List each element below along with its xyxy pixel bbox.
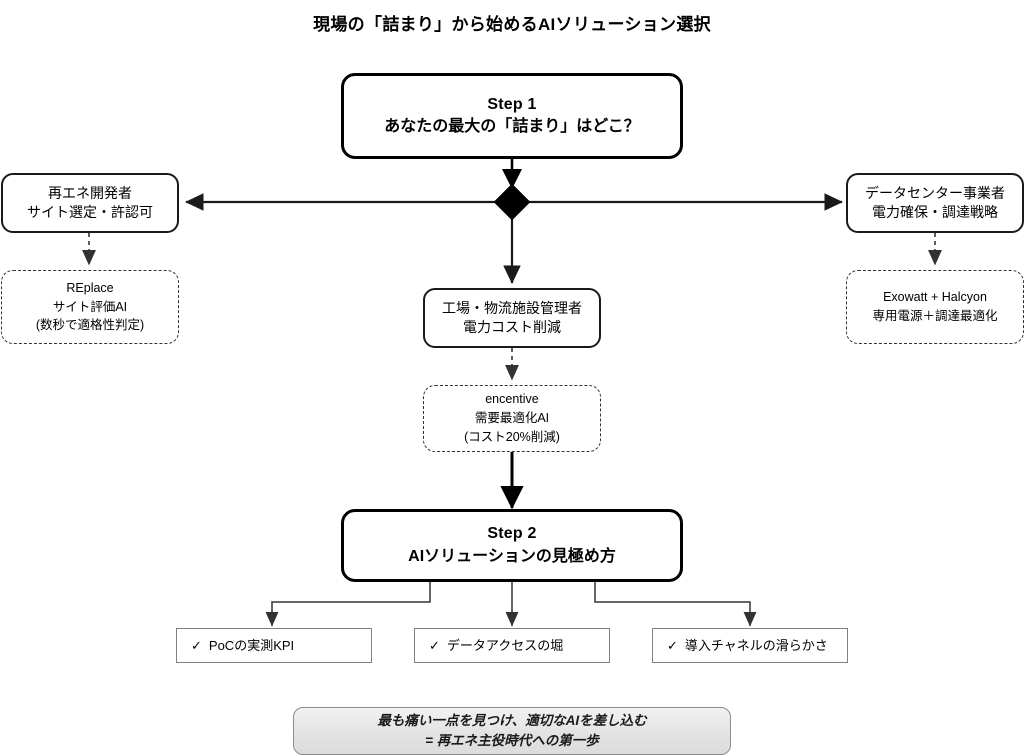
page-title: 現場の「詰まり」から始めるAIソリューション選択 <box>313 15 711 34</box>
footer-line-1: 最も痛い一点を見つけ、適切なAIを差し込む <box>377 712 647 728</box>
check-icon: ✓ <box>429 637 440 653</box>
solution-right-box[interactable]: Exowatt + Halcyon 専用電源＋調達最適化 <box>846 270 1024 344</box>
step2-box[interactable]: Step 2 AIソリューションの見極め方 <box>341 509 683 582</box>
solution-right-name: Exowatt + Halcyon <box>883 290 987 305</box>
solution-left-note: (数秒で適格性判定) <box>35 318 145 333</box>
footer-line-2: = 再エネ主役時代への第一歩 <box>425 733 599 748</box>
solution-left-name: REplace <box>66 280 114 295</box>
persona-right-title: データセンター事業者 <box>865 184 1005 201</box>
persona-left-subtitle: サイト選定・許認可 <box>27 204 153 220</box>
check-icon: ✓ <box>191 637 202 653</box>
junction-diamond-icon <box>493 183 531 221</box>
persona-right-box[interactable]: データセンター事業者 電力確保・調達戦略 <box>846 173 1024 233</box>
persona-center-title: 工場・物流施設管理者 <box>442 299 582 316</box>
step1-box[interactable]: Step 1 あなたの最大の「詰まり」はどこ？ <box>341 73 683 159</box>
step1-title: Step 1 <box>487 95 537 113</box>
persona-left-title: 再エネ開発者 <box>48 184 132 201</box>
checklist-item-1[interactable]: ✓ PoCの実測KPI <box>176 628 372 663</box>
checklist-item-1-label: PoCの実測KPI <box>208 637 295 653</box>
solution-left-box[interactable]: REplace サイト評価AI (数秒で適格性判定) <box>1 270 179 344</box>
checklist-item-3-label: 導入チャネルの滑らかさ <box>684 637 828 653</box>
checklist-item-3[interactable]: ✓ 導入チャネルの滑らかさ <box>652 628 848 663</box>
solution-left-type: サイト評価AI <box>52 299 128 314</box>
checklist-item-2-label: データアクセスの堀 <box>446 637 564 653</box>
step1-subtitle: あなたの最大の「詰まり」はどこ？ <box>384 118 640 135</box>
persona-center-box[interactable]: 工場・物流施設管理者 電力コスト削減 <box>423 288 601 348</box>
persona-left-box[interactable]: 再エネ開発者 サイト選定・許認可 <box>1 173 179 233</box>
step2-subtitle: AIソリューションの見極め方 <box>408 547 616 565</box>
footer-summary-box: 最も痛い一点を見つけ、適切なAIを差し込む = 再エネ主役時代への第一歩 <box>293 707 731 755</box>
solution-center-box[interactable]: encentive 需要最適化AI (コスト20%削減) <box>423 385 601 452</box>
connector-step2-to-check-3 <box>594 582 757 627</box>
persona-right-subtitle: 電力確保・調達戦略 <box>872 204 998 220</box>
check-icon: ✓ <box>667 637 678 653</box>
solution-center-note: (コスト20%削減) <box>464 429 560 444</box>
solution-right-type: 専用電源＋調達最適化 <box>872 309 998 323</box>
solution-center-type: 需要最適化AI <box>474 411 550 426</box>
checklist-item-2[interactable]: ✓ データアクセスの堀 <box>414 628 610 663</box>
step2-title: Step 2 <box>487 525 537 543</box>
persona-center-subtitle: 電力コスト削減 <box>463 319 561 335</box>
solution-center-name: encentive <box>485 392 539 407</box>
connector-step2-to-check-1 <box>265 582 431 627</box>
